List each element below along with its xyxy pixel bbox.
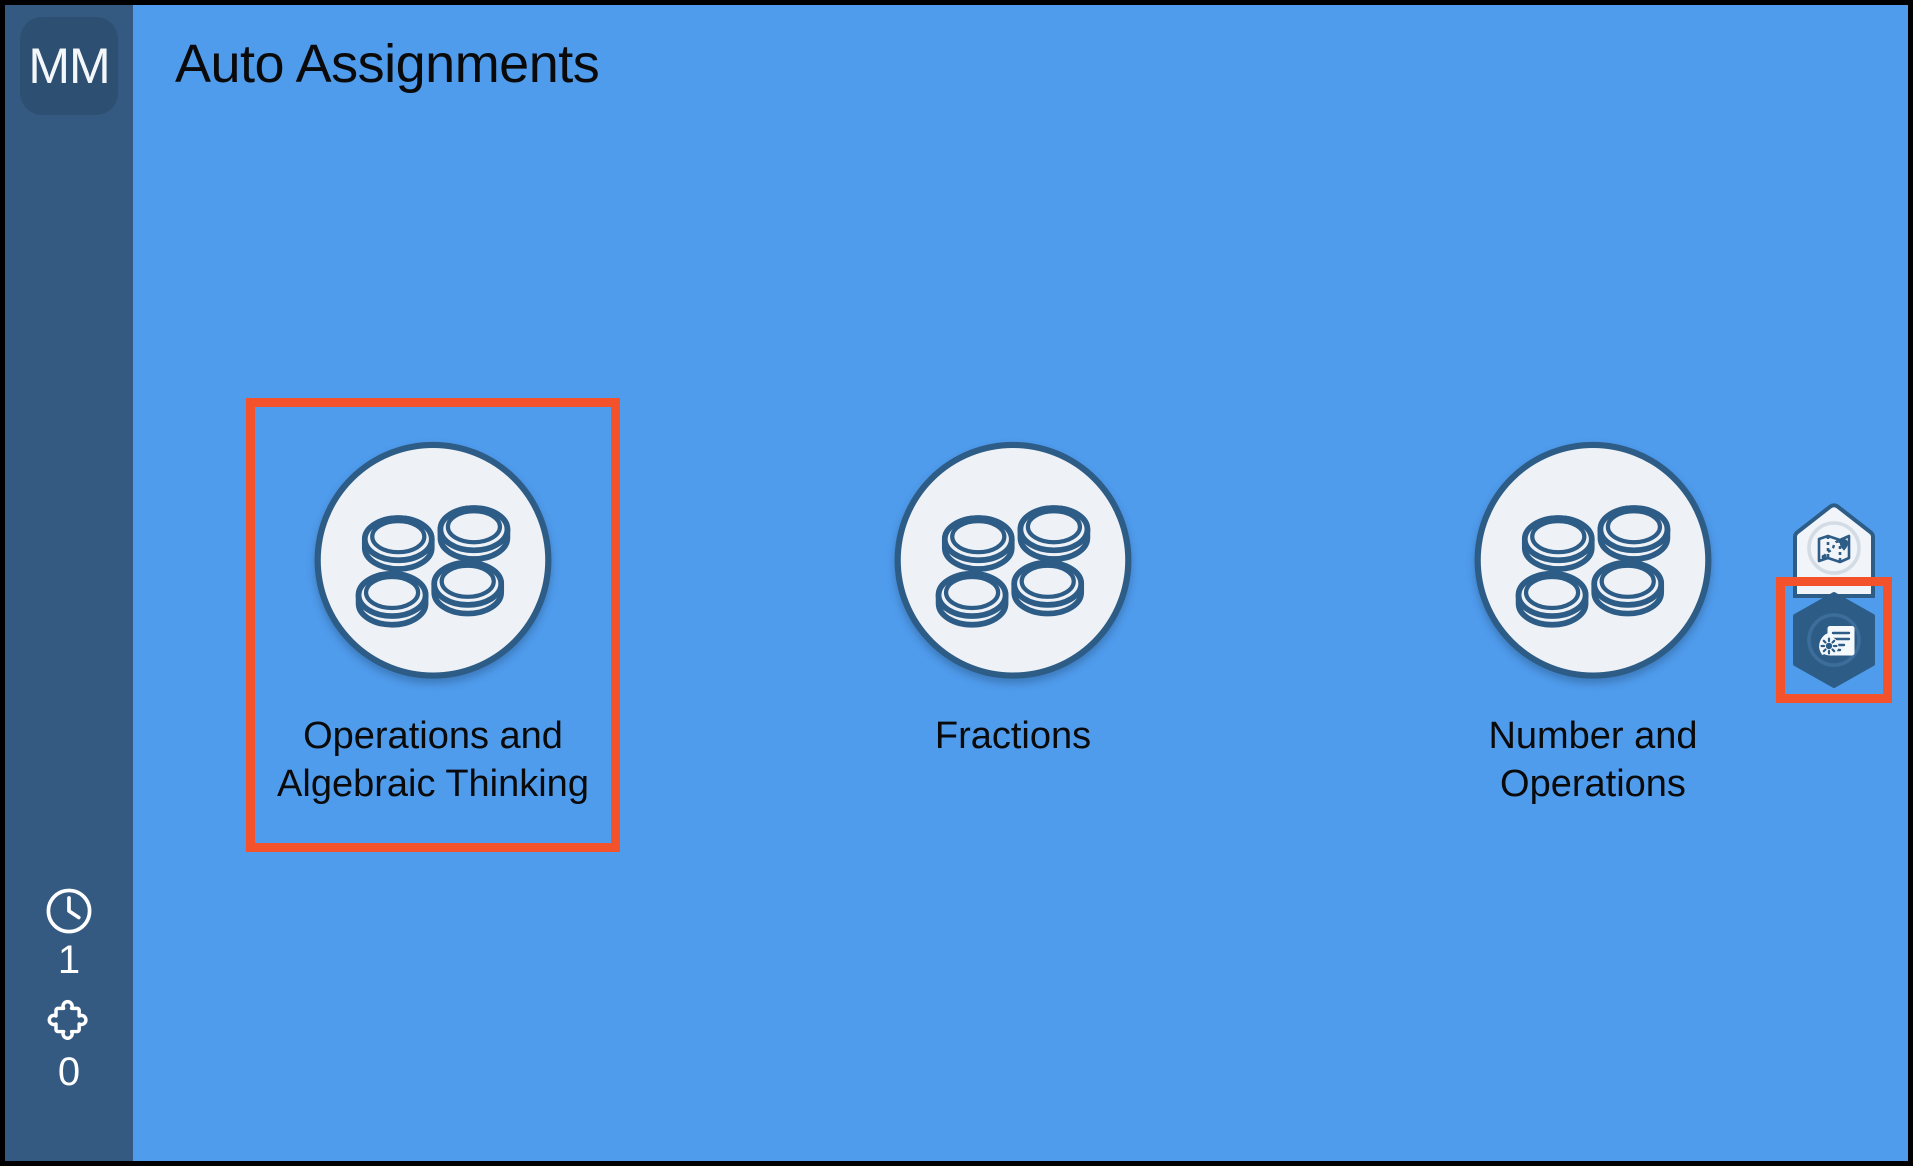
auto-assignments-badge[interactable]: [1776, 577, 1892, 703]
stat-time[interactable]: 1: [43, 885, 95, 981]
main-content: Auto Assignments: [133, 5, 1908, 1161]
four-coins-circle-icon: [314, 441, 552, 679]
stat-time-value: 1: [57, 938, 81, 982]
category-label: Number and Operations: [1488, 715, 1698, 805]
sidebar-stats: 1 0: [43, 885, 95, 1093]
category-label: Operations and Algebraic Thinking: [277, 715, 589, 805]
category-card-fractions[interactable]: Fractions: [833, 405, 1193, 797]
avatar-initials: MM: [28, 38, 110, 94]
stat-puzzles-value: 0: [57, 1050, 81, 1094]
page-title: Auto Assignments: [175, 34, 600, 94]
clock-icon: [46, 888, 92, 934]
puzzle-piece-icon: [47, 999, 88, 1040]
document-gear-icon: [1793, 592, 1875, 688]
stat-puzzles[interactable]: 0: [43, 997, 95, 1093]
category-list: Operations and Algebraic Thinking: [246, 398, 1773, 852]
map-badge[interactable]: [1788, 501, 1880, 603]
user-avatar[interactable]: MM: [20, 17, 118, 115]
category-card-operations-and-algebraic-thinking[interactable]: Operations and Algebraic Thinking: [246, 398, 620, 852]
sidebar: MM 1 0: [5, 5, 133, 1161]
badge-rail: [1776, 501, 1892, 703]
map-icon: [1793, 503, 1875, 598]
category-card-number-and-operations[interactable]: Number and Operations: [1413, 405, 1773, 845]
category-label: Fractions: [934, 715, 1092, 757]
four-coins-circle-icon: [1474, 441, 1712, 679]
four-coins-circle-icon: [894, 441, 1132, 679]
